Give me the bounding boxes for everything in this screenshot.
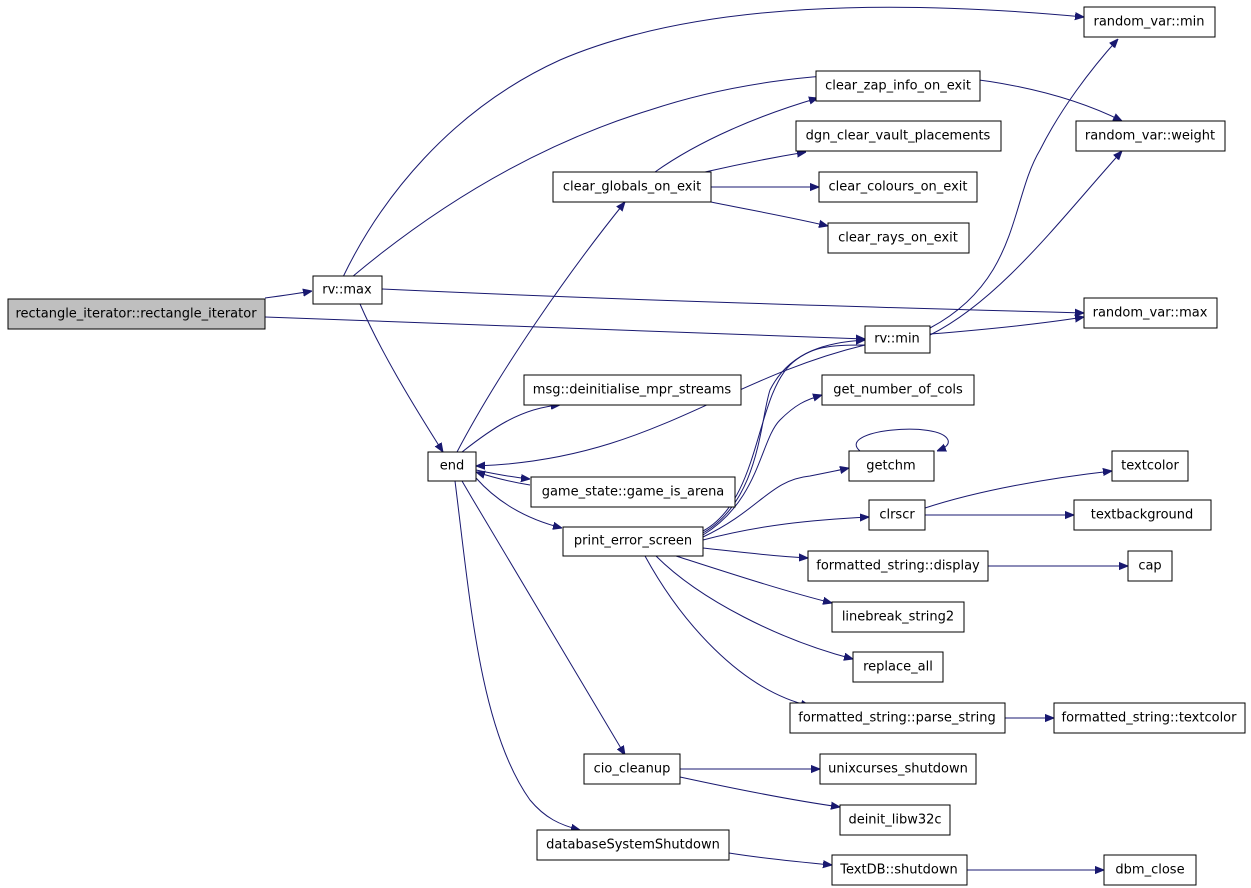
node-linebreak-string2[interactable]: linebreak_string2 [831, 601, 965, 633]
node-label: clear_globals_on_exit [563, 180, 701, 195]
node-formatted-string-parse-string[interactable]: formatted_string::parse_string [789, 702, 1006, 734]
node-label: unixcurses_shutdown [828, 762, 968, 777]
nodes: rectangle_iterator::rectangle_iterator r… [7, 6, 1246, 886]
node-label: cio_cleanup [594, 762, 671, 777]
node-unixcurses-shutdown[interactable]: unixcurses_shutdown [819, 753, 977, 785]
node-random-var-max[interactable]: random_var::max [1083, 297, 1218, 329]
node-database-system-shutdown[interactable]: databaseSystemShutdown [536, 829, 730, 861]
edge-end-to-msg-deinit [461, 405, 560, 453]
node-clrscr[interactable]: clrscr [868, 499, 926, 531]
edge-end-to-clear-globals [456, 202, 625, 453]
edge-print-error-to-getchm [702, 468, 849, 538]
node-rv-max[interactable]: rv::max [312, 275, 383, 305]
node-label: formatted_string::textcolor [1062, 711, 1238, 726]
node-label: textcolor [1121, 459, 1179, 474]
node-label: replace_all [863, 660, 933, 675]
node-random-var-weight[interactable]: random_var::weight [1075, 120, 1226, 152]
edge-print-error-to-fs-parse [644, 555, 810, 706]
edge-print-error-to-rv-min [702, 340, 865, 534]
node-label: cap [1138, 559, 1161, 574]
edge-print-error-to-replace-all [655, 555, 853, 659]
node-cio-cleanup[interactable]: cio_cleanup [583, 753, 681, 785]
node-label: dgn_clear_vault_placements [806, 129, 991, 144]
node-end[interactable]: end [427, 451, 477, 482]
node-rectangle-iterator[interactable]: rectangle_iterator::rectangle_iterator [7, 298, 266, 330]
node-label: clear_zap_info_on_exit [825, 79, 971, 94]
edge-rv-min-to-random-var-max [929, 317, 1084, 335]
node-rv-min[interactable]: rv::min [864, 325, 931, 354]
node-formatted-string-display[interactable]: formatted_string::display [807, 550, 989, 582]
node-label: getchm [866, 459, 915, 474]
node-label: random_var::min [1094, 15, 1205, 30]
node-clear-colours-on-exit[interactable]: clear_colours_on_exit [818, 171, 978, 203]
node-label: dbm_close [1115, 863, 1184, 878]
node-print-error-screen[interactable]: print_error_screen [562, 526, 704, 557]
node-label: linebreak_string2 [842, 610, 954, 625]
edge-cio-cleanup-to-deinit-libw32c [679, 776, 840, 807]
edge-end-to-cio-cleanup [461, 480, 625, 755]
edge-print-error-to-fs-display [702, 547, 808, 558]
edge-game-arena-to-end [476, 472, 531, 486]
node-random-var-min[interactable]: random_var::min [1083, 6, 1216, 38]
edge-rv-max-to-random-var-weight [351, 73, 1122, 278]
node-formatted-string-textcolor[interactable]: formatted_string::textcolor [1053, 702, 1246, 734]
node-label: get_number_of_cols [833, 383, 963, 398]
edge-print-error-to-end [476, 344, 866, 532]
node-textdb-shutdown[interactable]: TextDB::shutdown [831, 854, 968, 886]
node-label: rv::max [322, 283, 372, 298]
edge-clear-globals-to-dgn-clear [704, 152, 806, 173]
edge-end-to-db-shutdown [454, 480, 580, 830]
node-cap[interactable]: cap [1127, 550, 1173, 582]
edge-clear-globals-to-clear-rays [710, 201, 828, 226]
node-clear-zap-info-on-exit[interactable]: clear_zap_info_on_exit [815, 70, 981, 102]
node-msg-deinitialise-mpr-streams[interactable]: msg::deinitialise_mpr_streams [523, 374, 742, 406]
edge-rv-max-to-end [359, 303, 443, 452]
node-label: random_var::max [1093, 306, 1208, 321]
edge-rv-max-to-random-var-min [342, 6, 1084, 278]
node-label: rv::min [874, 332, 920, 347]
node-replace-all[interactable]: replace_all [852, 651, 944, 683]
node-textcolor[interactable]: textcolor [1111, 450, 1189, 482]
edge-rv-min-to-random-var-min [929, 39, 1118, 329]
edge-db-shutdown-to-textdb-shutdown [728, 852, 832, 865]
node-label: deinit_libw32c [848, 813, 941, 828]
edge-clear-globals-to-clear-zap [654, 98, 818, 173]
node-getchm[interactable]: getchm [848, 450, 935, 482]
node-label: clear_colours_on_exit [829, 180, 968, 195]
edge-print-error-to-get-cols [702, 395, 822, 536]
edge-rv-min-to-random-var-weight [929, 151, 1122, 336]
edge-clrscr-to-textcolor [924, 471, 1112, 509]
node-clear-rays-on-exit[interactable]: clear_rays_on_exit [827, 222, 970, 254]
node-label: end [440, 459, 465, 474]
node-label: random_var::weight [1085, 129, 1215, 144]
edge-rect-iter-to-rv-min [264, 316, 865, 339]
node-label: msg::deinitialise_mpr_streams [533, 383, 732, 398]
edge-rect-iter-to-rv-max [264, 291, 312, 299]
node-label: game_state::game_is_arena [542, 485, 725, 500]
node-label: rectangle_iterator::rectangle_iterator [15, 307, 257, 322]
edge-getchm-self [855, 428, 949, 452]
node-label: databaseSystemShutdown [546, 838, 720, 853]
node-deinit-libw32c[interactable]: deinit_libw32c [839, 804, 951, 836]
node-game-state-game-is-arena[interactable]: game_state::game_is_arena [530, 476, 736, 508]
edge-print-error-to-linebreak [675, 555, 832, 603]
node-clear-globals-on-exit[interactable]: clear_globals_on_exit [552, 171, 712, 203]
node-label: textbackground [1091, 508, 1194, 523]
node-get-number-of-cols[interactable]: get_number_of_cols [821, 374, 975, 406]
edges [264, 6, 1128, 870]
node-label: TextDB::shutdown [839, 863, 957, 878]
node-label: formatted_string::display [816, 559, 980, 574]
edge-rv-max-to-random-var-max [381, 288, 1084, 313]
edge-print-error-to-clrscr [702, 517, 869, 541]
node-dgn-clear-vault-placements[interactable]: dgn_clear_vault_placements [795, 120, 1002, 152]
node-label: clrscr [879, 508, 915, 523]
node-textbackground[interactable]: textbackground [1073, 499, 1212, 531]
node-dbm-close[interactable]: dbm_close [1103, 854, 1197, 886]
node-label: clear_rays_on_exit [838, 231, 958, 246]
node-label: print_error_screen [574, 534, 692, 549]
edge-end-to-print-error [475, 477, 562, 528]
node-label: formatted_string::parse_string [798, 711, 995, 726]
